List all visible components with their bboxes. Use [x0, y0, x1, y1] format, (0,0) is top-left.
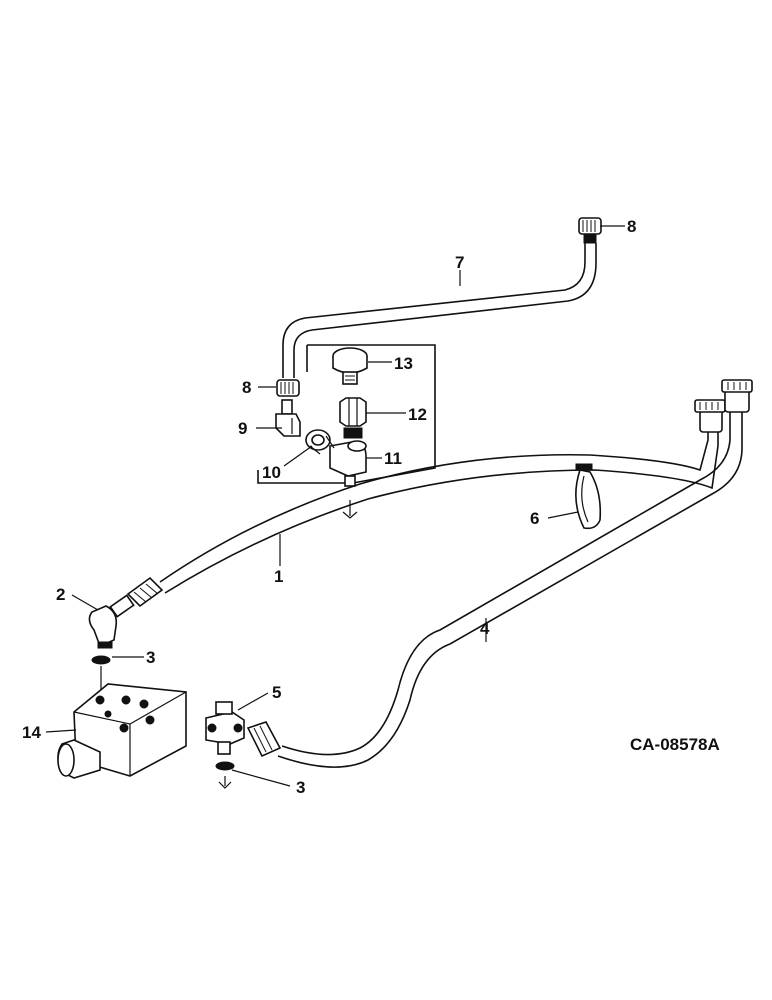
tube-1-nut: [126, 576, 164, 608]
callout-5: 5: [272, 683, 281, 702]
callout-3-upper: 3: [146, 648, 155, 667]
callout-10: 10: [262, 463, 281, 482]
callout-3-lower: 3: [296, 778, 305, 797]
callout-11: 11: [384, 449, 402, 468]
callout-9: 9: [238, 419, 247, 438]
callout-8-lower: 8: [242, 378, 251, 397]
tube-7: [282, 243, 597, 378]
nut-8-lower: [276, 379, 300, 397]
clamp-6: [575, 463, 602, 530]
drain-tip: [342, 500, 358, 519]
adapter-12: [339, 397, 367, 439]
tube-4-end-fitting: [721, 379, 753, 413]
callout-12: 12: [408, 405, 427, 424]
callout-2: 2: [56, 585, 65, 604]
callout-7: 7: [455, 253, 464, 272]
o-ring-3-upper: [91, 655, 111, 665]
tube-4-nut: [246, 721, 282, 758]
callout-14: 14: [22, 723, 41, 742]
callout-6: 6: [530, 509, 539, 528]
callout-8-upper: 8: [627, 217, 636, 236]
callout-labels: 1 2 3 3 4 5 6 7 8 8 9 10 11 12 13 14: [22, 217, 636, 797]
o-ring-3-lower: [215, 761, 235, 789]
tube-1: [159, 430, 719, 594]
callout-13: 13: [394, 354, 413, 373]
nut-8-upper: [578, 217, 602, 244]
elbow-fitting-2: [88, 594, 135, 649]
tube-4: [277, 412, 743, 768]
valve-body-14: [57, 666, 187, 779]
tube-1-end-fitting: [694, 399, 726, 433]
elbow-fitting-9: [275, 399, 301, 437]
leader-lines: [45, 225, 625, 787]
tee-fitting-11: [329, 440, 367, 487]
cap-13: [332, 347, 368, 385]
callout-1: 1: [274, 567, 283, 586]
connector-10: [305, 429, 335, 455]
callout-4: 4: [480, 619, 490, 638]
diagram-code: CA-08578A: [630, 735, 720, 754]
fitting-5: [205, 701, 245, 755]
